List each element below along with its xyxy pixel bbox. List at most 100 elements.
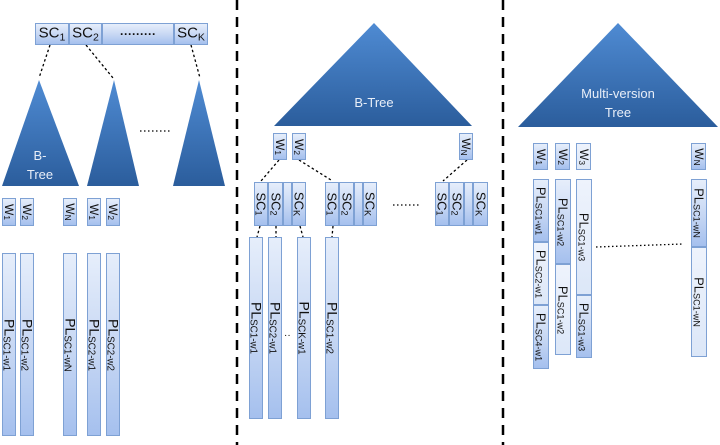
cell-subscript: 2 bbox=[338, 210, 349, 216]
posting-list-version[interactable]: PLSC1-wN bbox=[691, 179, 707, 247]
word-cell[interactable]: W1 bbox=[87, 198, 101, 226]
cell-subscript: 2 bbox=[93, 31, 99, 44]
cell-label: W bbox=[87, 204, 102, 216]
sc-cell[interactable]: SC1 bbox=[434, 182, 450, 226]
cell-subscript: SC1-wN bbox=[61, 334, 73, 372]
multiversion-tree-triangle bbox=[518, 23, 718, 127]
cell-label: PL bbox=[62, 317, 79, 335]
posting-list-version[interactable]: PLSC1-w2 bbox=[555, 179, 571, 264]
cell-subscript: 2 bbox=[105, 215, 116, 220]
cell-label: PL bbox=[576, 212, 592, 229]
cell-subscript: 3 bbox=[576, 159, 587, 165]
word-cell[interactable]: W1 bbox=[273, 133, 287, 160]
btree-label-line2: Tree bbox=[26, 167, 54, 182]
cell-label: PL bbox=[324, 302, 341, 320]
cell-subscript: SC2-w1 bbox=[266, 319, 278, 354]
cell-label: PL bbox=[533, 186, 549, 203]
cell-subscript: 1 bbox=[253, 210, 264, 216]
cell-label: W bbox=[533, 148, 548, 160]
word-cell[interactable]: WN bbox=[459, 133, 473, 160]
sc-cell-gap bbox=[354, 182, 363, 226]
cell-label: PL bbox=[555, 285, 571, 302]
cell-subscript: SC1-wN bbox=[691, 293, 702, 327]
word-cell[interactable]: WN bbox=[63, 198, 77, 226]
posting-list-version[interactable]: PLSC1-wN bbox=[691, 247, 707, 357]
cell-subscript: SC1-w1 bbox=[247, 319, 259, 354]
cell-label: PL bbox=[533, 249, 549, 266]
cell-label: PL bbox=[19, 318, 36, 336]
cell-subscript: N bbox=[691, 159, 702, 166]
sc-header-cell-k[interactable]: SCK bbox=[174, 23, 208, 45]
word-cell[interactable]: W2 bbox=[292, 133, 306, 160]
cell-subscript: 1 bbox=[533, 159, 544, 165]
cell-subscript: 1 bbox=[434, 210, 445, 216]
posting-list-version[interactable]: PLSC1-w3 bbox=[576, 179, 592, 295]
cell-subscript: 2 bbox=[291, 149, 302, 155]
cell-subscript: SC2-w2 bbox=[104, 335, 116, 371]
cell-label: SC bbox=[177, 24, 198, 42]
cell-label: PL bbox=[555, 197, 571, 214]
cell-label: PL bbox=[691, 188, 707, 205]
posting-list[interactable]: PLSC1-w2 bbox=[18, 253, 36, 436]
sc-cell[interactable]: SCK bbox=[473, 182, 488, 226]
sc-cell[interactable]: SC1 bbox=[253, 182, 269, 226]
posting-list[interactable]: PLSC1-w2 bbox=[323, 237, 341, 419]
sc-cell[interactable]: SCK bbox=[362, 182, 378, 226]
cell-label: SC bbox=[291, 191, 307, 210]
cell-subscript: K bbox=[472, 209, 483, 217]
word-cell[interactable]: W2 bbox=[20, 198, 34, 226]
posting-list[interactable]: PLSC2-w1 bbox=[85, 253, 103, 436]
cell-subscript: SC2-w1 bbox=[533, 265, 544, 298]
cell-subscript: 1 bbox=[272, 149, 283, 155]
sc-cell[interactable]: SC1 bbox=[324, 182, 340, 226]
sc-cell[interactable]: SCK bbox=[291, 182, 307, 226]
posting-list-version[interactable]: PLSC4-w1 bbox=[533, 305, 549, 369]
posting-list-version[interactable]: PLSC1-w2 bbox=[555, 264, 571, 355]
cell-subscript: 1 bbox=[324, 210, 335, 216]
sc-cell[interactable]: SC2 bbox=[449, 182, 464, 226]
posting-list-version[interactable]: PLSC1-w1 bbox=[533, 179, 549, 242]
posting-list[interactable]: PLSC2-w1 bbox=[266, 237, 284, 419]
posting-list[interactable]: PLSCK-w1 bbox=[295, 237, 313, 419]
posting-list[interactable]: PLSC1-w1 bbox=[0, 253, 18, 436]
ellipsis-label: ········· bbox=[120, 27, 156, 41]
word-cell[interactable]: W2 bbox=[106, 198, 120, 226]
word-cell[interactable]: W1 bbox=[2, 198, 16, 226]
cell-label: W bbox=[555, 148, 570, 160]
btree-label-text: B-Tree bbox=[354, 95, 394, 110]
cell-label: W bbox=[63, 203, 78, 215]
cell-label: PL bbox=[105, 318, 122, 336]
sc-header-cell-ellipsis: ········· bbox=[102, 23, 174, 45]
cell-subscript: SC1-w2 bbox=[18, 335, 30, 371]
cell-subscript: N bbox=[62, 214, 73, 221]
cell-subscript: N bbox=[458, 149, 469, 156]
sc-cell-gap bbox=[283, 182, 292, 226]
word-cell[interactable]: WN bbox=[691, 143, 706, 170]
posting-list-version[interactable]: PLSC2-w1 bbox=[533, 242, 549, 305]
cell-label: SC bbox=[473, 191, 489, 210]
posting-list-version[interactable]: PLSC1-w3 bbox=[576, 295, 592, 358]
cell-subscript: SC1-w3 bbox=[576, 228, 587, 262]
cell-subscript: 2 bbox=[267, 210, 278, 216]
btree-label: B-Tree bbox=[334, 93, 414, 112]
word-cell[interactable]: W3 bbox=[576, 143, 591, 170]
sc-header-cell-2[interactable]: SC2 bbox=[69, 23, 102, 45]
sc-cell[interactable]: SC2 bbox=[339, 182, 354, 226]
multiversion-tree-label: Multi-version Tree bbox=[568, 84, 668, 122]
word-cell[interactable]: W2 bbox=[555, 143, 570, 170]
sc-cell[interactable]: SC2 bbox=[268, 182, 283, 226]
cell-label: W bbox=[2, 204, 17, 216]
cell-subscript: SC1-w2 bbox=[555, 213, 566, 246]
btree-label: B- Tree bbox=[17, 146, 63, 184]
word-cell[interactable]: W1 bbox=[533, 143, 548, 170]
cell-label: SC bbox=[339, 192, 355, 211]
cell-label: W bbox=[292, 138, 307, 150]
cell-label: W bbox=[106, 204, 121, 216]
sc-header-cell-1[interactable]: SC1 bbox=[35, 23, 69, 45]
posting-list[interactable]: PLSC1-w1 bbox=[247, 237, 265, 419]
cell-subscript: SC2-w1 bbox=[85, 335, 97, 371]
tree-label-line2: Tree bbox=[604, 105, 632, 120]
posting-list[interactable]: PLSC2-w2 bbox=[104, 253, 122, 436]
posting-list[interactable]: PLSC1-wN bbox=[61, 253, 79, 436]
